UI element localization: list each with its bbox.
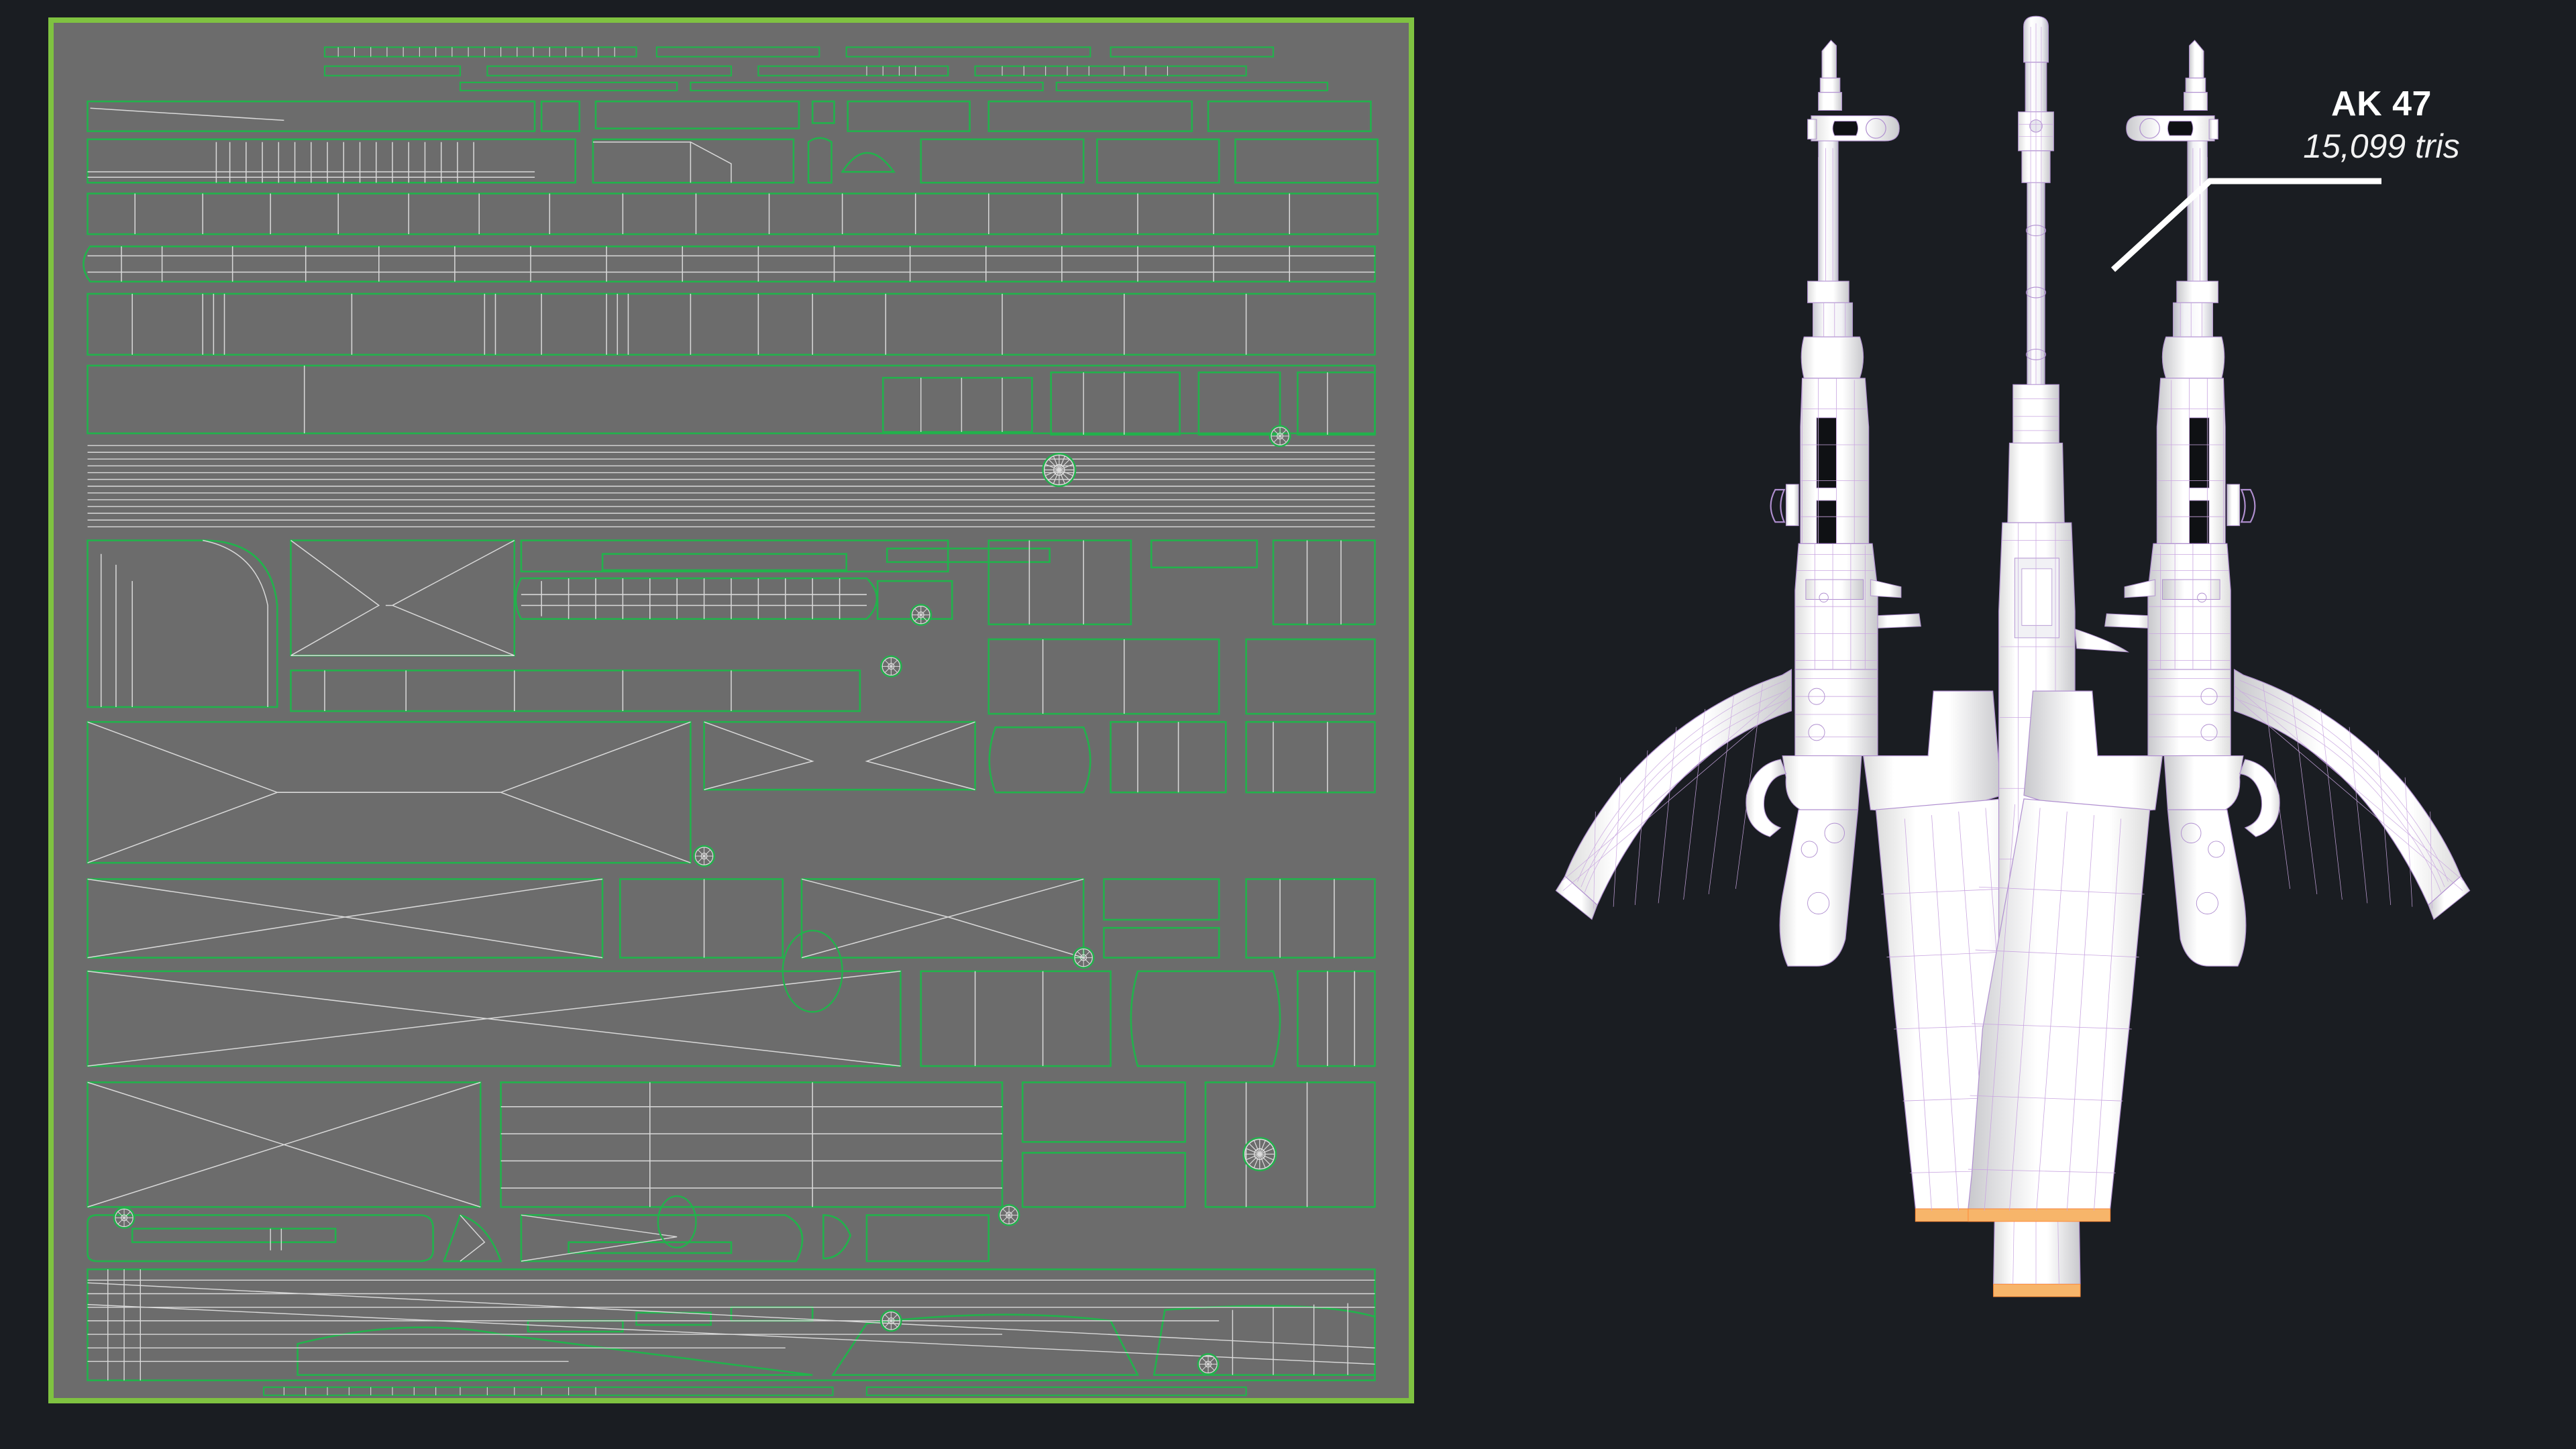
callout-leader-line [2110,178,2381,272]
uv-wireframe [83,46,1379,1397]
uv-canvas[interactable] [54,23,1409,1398]
uv-layout-panel[interactable] [48,17,1414,1403]
